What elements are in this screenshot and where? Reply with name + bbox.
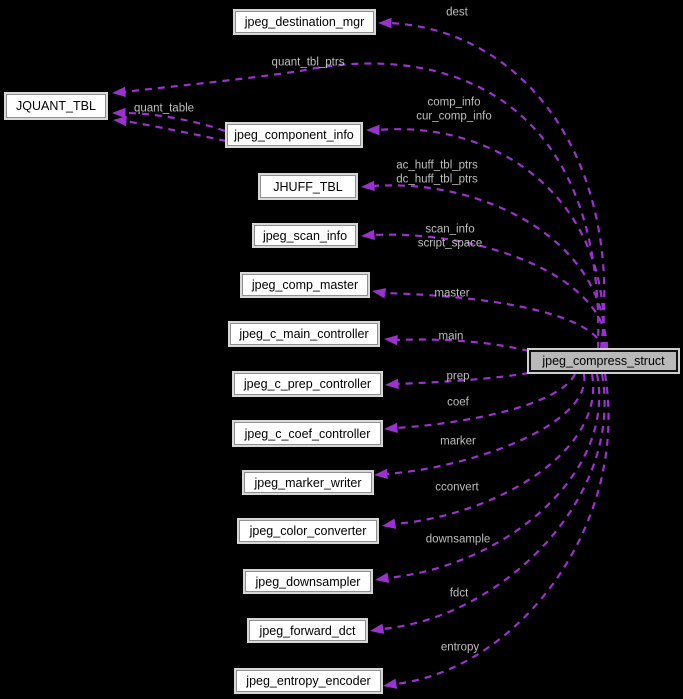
node-label: jpeg_c_main_controller	[239, 327, 369, 341]
node-label: jpeg_downsampler	[255, 574, 361, 589]
edge-label-line: quant_tbl_ptrs	[271, 56, 345, 69]
edge-label-line: dc_huff_tbl_ptrs	[396, 173, 478, 185]
node-jpeg-entropy-encoder[interactable]: jpeg_entropy_encoder	[234, 668, 383, 694]
node-jpeg-color-converter[interactable]: jpeg_color_converter	[237, 518, 379, 544]
node-jpeg-destination-mgr[interactable]: jpeg_destination_mgr	[233, 9, 376, 35]
node-jpeg-compress-struct: jpeg_compress_struct	[527, 348, 680, 374]
node-label: jpeg_scan_info	[262, 228, 348, 243]
edge-label-main: main	[439, 330, 464, 344]
quant_tbl_ptrs-arrowhead-icon	[112, 86, 126, 98]
edge-main	[395, 338, 530, 353]
node-label: jpeg_destination_mgr	[244, 15, 365, 29]
cconvert-arrowhead-icon	[382, 518, 397, 529]
edge-label-cconvert: cconvert	[435, 481, 478, 495]
node-label: jpeg_marker_writer	[254, 475, 362, 490]
edge-fdct	[381, 373, 606, 631]
edge-label-line: ac_huff_tbl_ptrs	[396, 159, 478, 172]
edge-entropy	[394, 373, 610, 686]
edge-label-line: coef	[447, 396, 469, 409]
node-jpeg-c-coef-controller[interactable]: jpeg_c_coef_controller	[232, 420, 383, 447]
edge-label-line: marker	[440, 435, 476, 448]
node-jpeg-marker-writer[interactable]: jpeg_marker_writer	[242, 470, 374, 495]
edge-quant_tbl_ptrs	[123, 62, 600, 350]
edge-scan_info	[372, 233, 609, 350]
dest-arrowhead-icon	[378, 17, 392, 29]
node-jhuff-tbl[interactable]: JHUFF_TBL	[258, 173, 358, 200]
edge-coef	[395, 373, 576, 430]
edge-label-dest: dest	[446, 6, 468, 20]
edge-label-quant_tbl_ptrs: quant_tbl_ptrs	[272, 56, 345, 70]
edge-label-entropy: entropy	[441, 641, 479, 655]
edge-huff_tbl_ptrs	[372, 184, 607, 350]
node-label: jpeg_entropy_encoder	[246, 674, 371, 688]
edge-label-line: prep	[446, 370, 470, 383]
edge-label-line: master	[434, 287, 470, 300]
edge-downsample	[386, 373, 601, 580]
edge-label-line: quant_table	[133, 102, 195, 115]
node-label: JQUANT_TBL	[16, 99, 96, 113]
edge-comp_info	[377, 128, 605, 350]
edge-master	[383, 291, 606, 350]
node-jpeg-scan-info[interactable]: jpeg_scan_info	[252, 223, 358, 248]
edge-label-line: dest	[446, 6, 468, 19]
edge-label-line: script_space	[417, 237, 483, 249]
edge-label-prep: prep	[446, 370, 469, 384]
node-label: JHUFF_TBL	[273, 179, 343, 194]
edge-label-line: cur_comp_info	[416, 110, 492, 122]
node-label: jpeg_comp_master	[251, 278, 359, 292]
node-label: jpeg_c_prep_controller	[243, 377, 372, 391]
node-label: jpeg_c_coef_controller	[244, 426, 371, 441]
node-label: jpeg_forward_dct	[259, 623, 356, 638]
edge-label-line: fdct	[449, 587, 469, 600]
node-jquant-tbl[interactable]: JQUANT_TBL	[4, 92, 108, 120]
edge-label-downsample: downsample	[426, 533, 491, 547]
node-jpeg-c-prep-controller[interactable]: jpeg_c_prep_controller	[232, 371, 383, 397]
main-arrowhead-icon	[384, 334, 398, 346]
comp_info-arrowhead-icon	[366, 124, 380, 136]
scan_info-arrowhead-icon	[361, 229, 375, 241]
node-jpeg-component-info[interactable]: jpeg_component_info	[225, 122, 363, 148]
edge-label-coef: coef	[447, 396, 469, 410]
entropy-arrowhead-icon	[383, 678, 398, 689]
edge-label-line: downsample	[425, 533, 491, 546]
edge-label-quant_table: quant_table	[134, 102, 194, 116]
edge-label-fdct: fdct	[450, 587, 469, 601]
node-jpeg-forward-dct[interactable]: jpeg_forward_dct	[247, 618, 368, 643]
quant_table_2-arrowhead-icon	[113, 115, 127, 127]
edge-label-line: main	[438, 330, 464, 343]
edge-label-line: comp_info	[427, 96, 481, 109]
prep-arrowhead-icon	[385, 378, 399, 390]
downsample-arrowhead-icon	[375, 572, 390, 583]
edge-label-master: master	[434, 287, 469, 301]
edge-label-line: scan_info	[425, 223, 475, 236]
edge-cconvert	[393, 373, 595, 526]
node-jpeg-c-main-controller[interactable]: jpeg_c_main_controller	[228, 321, 380, 347]
quant_table-arrowhead-icon	[112, 107, 126, 119]
edge-marker	[385, 373, 586, 476]
edge-dest	[389, 21, 606, 350]
coef-arrowhead-icon	[384, 422, 398, 434]
node-label: jpeg_compress_struct	[542, 354, 665, 368]
node-jpeg-downsampler[interactable]: jpeg_downsampler	[243, 569, 373, 594]
node-label: jpeg_component_info	[234, 128, 354, 142]
huff_tbl_ptrs-arrowhead-icon	[361, 180, 375, 192]
edge-label-marker: marker	[440, 435, 476, 449]
edge-quant_table	[123, 111, 226, 133]
marker-arrowhead-icon	[374, 468, 388, 480]
node-jpeg-comp-master[interactable]: jpeg_comp_master	[240, 272, 370, 298]
edge-label-line: cconvert	[435, 481, 479, 494]
edge-label-line: entropy	[440, 641, 480, 654]
master-arrowhead-icon	[372, 288, 387, 299]
edge-quant_table_2	[124, 119, 227, 143]
fdct-arrowhead-icon	[370, 623, 385, 634]
node-label: jpeg_color_converter	[249, 524, 367, 538]
